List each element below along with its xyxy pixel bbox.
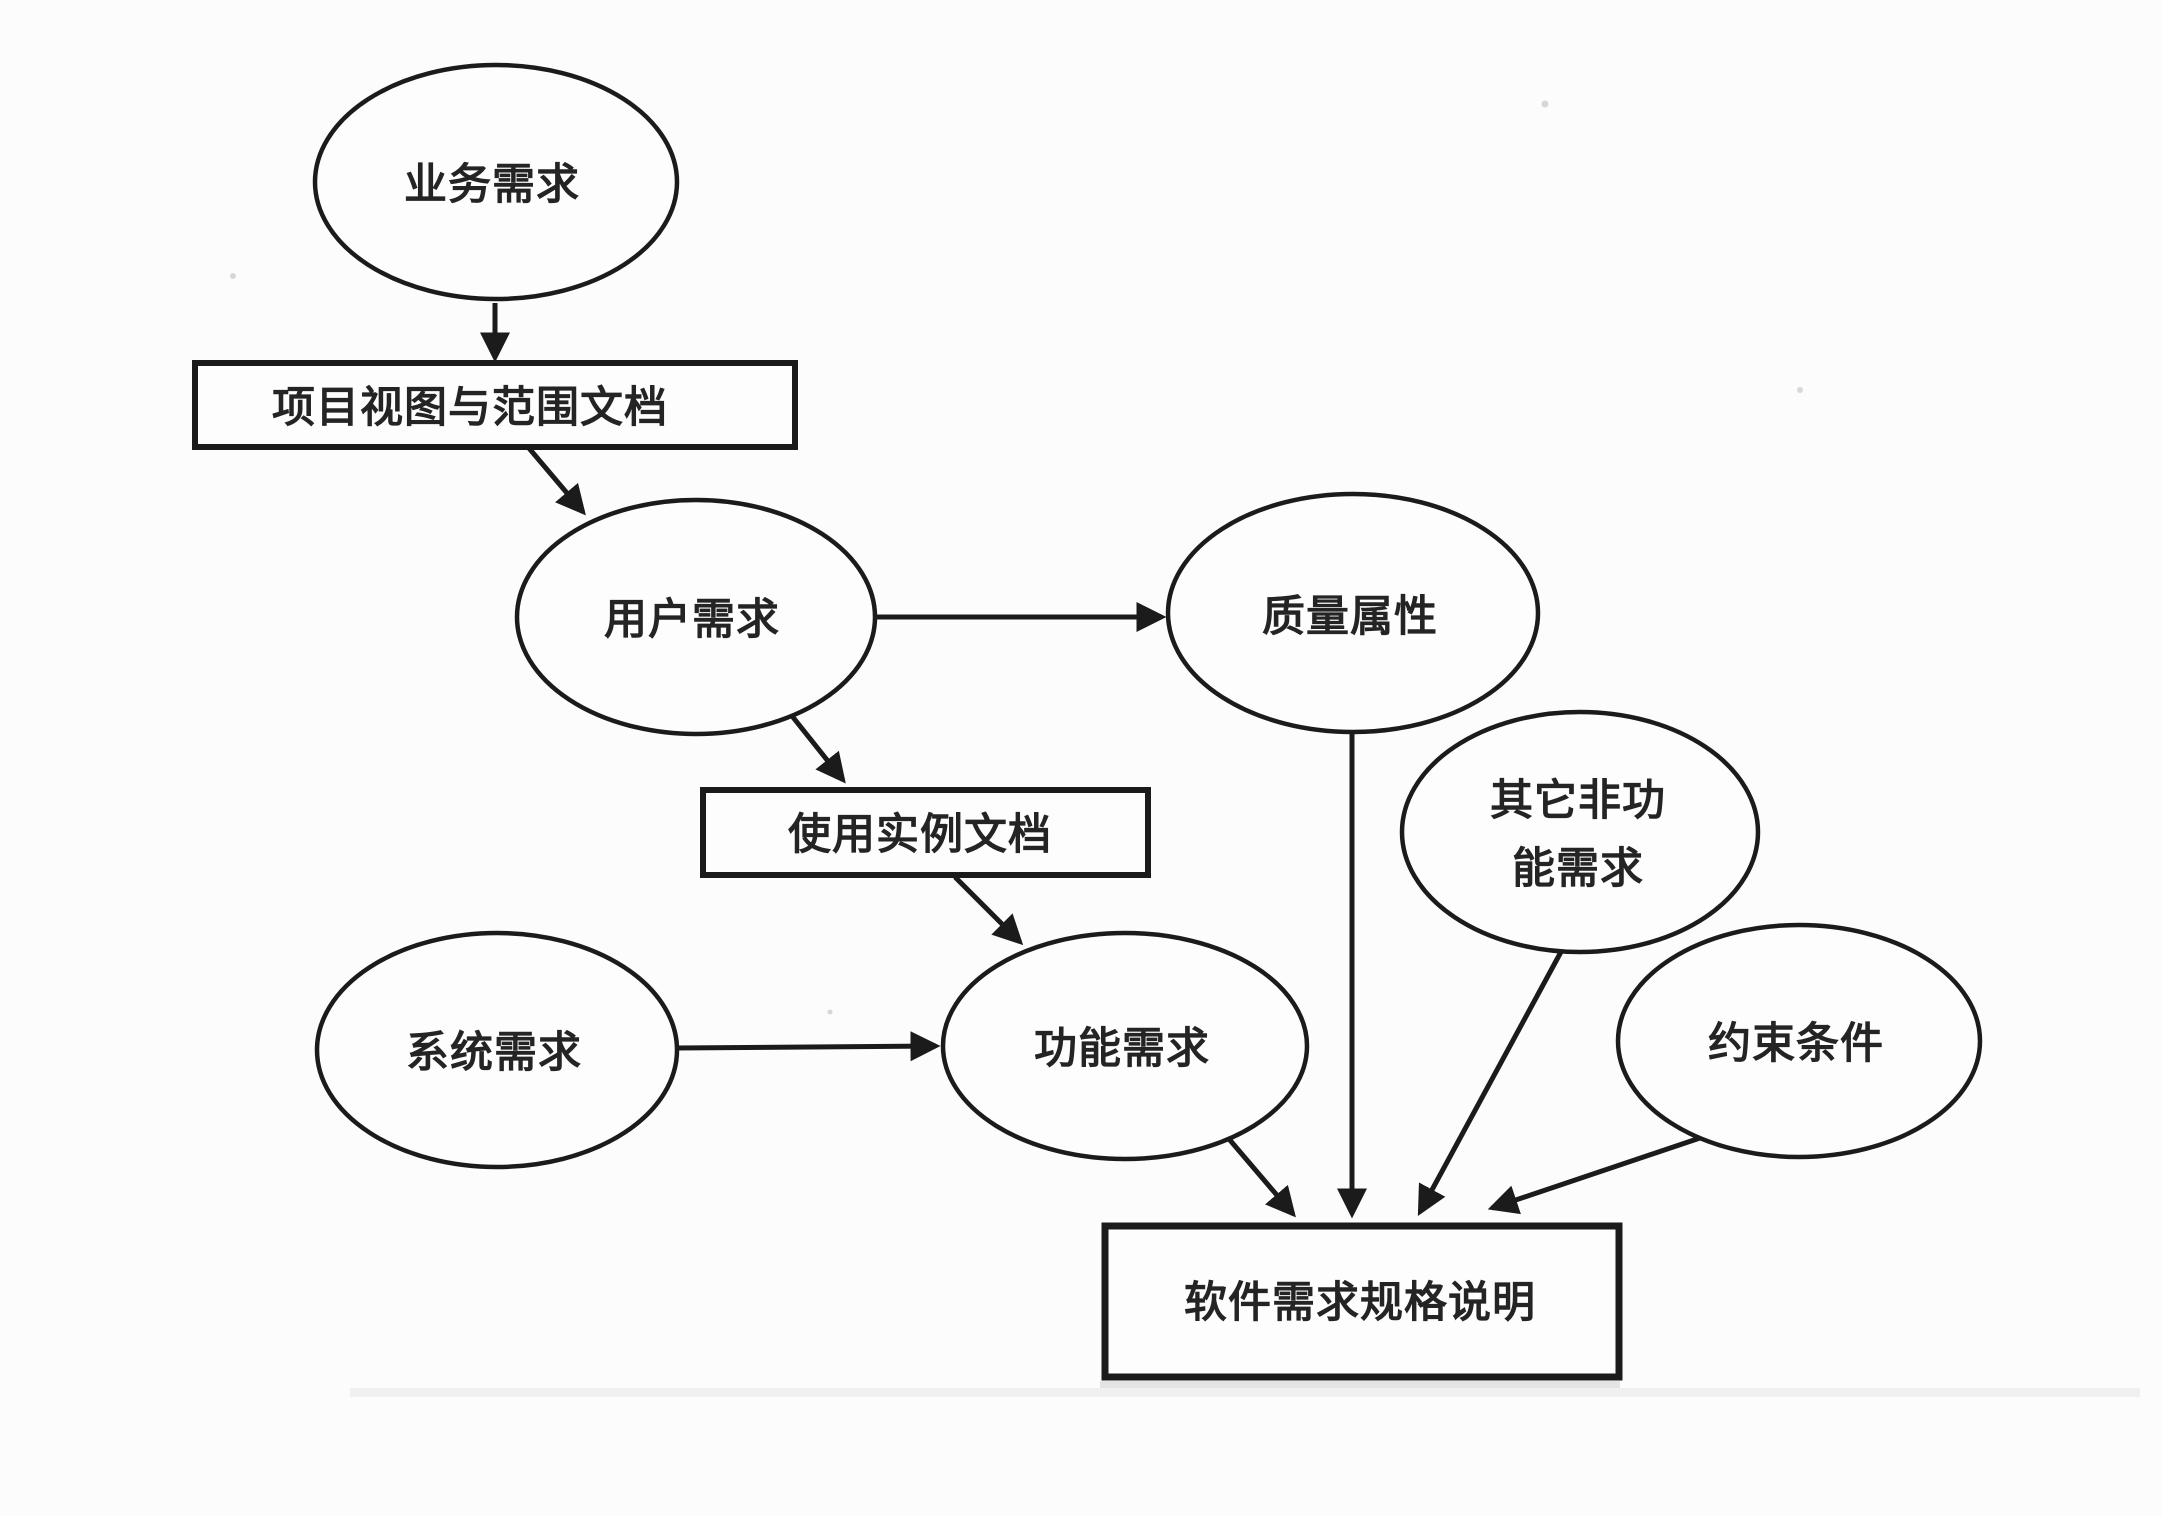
other-nonfunctional-requirements-label-line1: 其它非功 bbox=[1490, 777, 1666, 825]
edge-constraints-to-srs bbox=[1487, 1135, 1701, 1215]
edge-other-nonfunctional-to-srs bbox=[1417, 948, 1565, 1216]
scan-shadow-band bbox=[350, 1388, 2140, 1397]
edge-user-to-use-case bbox=[790, 714, 846, 784]
scan-speck bbox=[1797, 387, 1803, 393]
edge-system-to-functional bbox=[676, 1031, 941, 1062]
system-requirements-shape bbox=[314, 930, 680, 1170]
constraints-label: 约束条件 bbox=[1708, 1020, 1884, 1068]
other-nonfunctional-requirements-shape bbox=[1399, 709, 1761, 955]
software-requirements-specification-shape bbox=[1101, 1222, 1623, 1381]
system-requirements-label: 系统需求 bbox=[406, 1029, 582, 1077]
node-use-case-document: 使用实例文档 bbox=[700, 787, 1151, 878]
edge-use-case-to-functional bbox=[953, 875, 1024, 946]
node-quality-attributes: 质量属性 bbox=[1165, 491, 1541, 735]
node-functional-requirements: 功能需求 bbox=[940, 930, 1310, 1162]
use-case-document-label: 使用实例文档 bbox=[788, 811, 1052, 859]
scan-speck bbox=[1541, 100, 1549, 108]
user-requirements-label: 用户需求 bbox=[604, 596, 780, 644]
functional-requirements-shape bbox=[940, 930, 1310, 1162]
node-vision-scope-document: 项目视图与范围文档 bbox=[192, 360, 798, 450]
other-nonfunctional-requirements-label-line2: 能需求 bbox=[1512, 845, 1644, 893]
edges bbox=[480, 303, 1701, 1219]
nodes: 业务需求 项目视图与范围文档 用户需求 质量属性 使用实例文档 系统需求 bbox=[192, 62, 1983, 1381]
edge-vision-scope-to-user bbox=[526, 445, 586, 516]
functional-requirements-label: 功能需求 bbox=[1034, 1025, 1210, 1073]
node-business-requirements: 业务需求 bbox=[312, 62, 680, 302]
use-case-document-shape bbox=[700, 787, 1151, 878]
node-constraints: 约束条件 bbox=[1615, 922, 1983, 1160]
vision-scope-document-shape bbox=[192, 360, 798, 450]
constraints-shape bbox=[1615, 922, 1983, 1160]
node-other-nonfunctional-requirements: 其它非功 能需求 bbox=[1399, 709, 1761, 955]
edge-functional-to-srs bbox=[1227, 1137, 1296, 1218]
scan-speck bbox=[827, 1009, 833, 1015]
business-requirements-label: 业务需求 bbox=[404, 161, 580, 209]
scan-speck bbox=[230, 273, 236, 279]
software-requirements-specification-label: 软件需求规格说明 bbox=[1184, 1279, 1536, 1327]
user-requirements-shape bbox=[514, 497, 878, 737]
quality-attributes-shape bbox=[1165, 491, 1541, 735]
node-user-requirements: 用户需求 bbox=[514, 497, 878, 737]
business-requirements-shape bbox=[312, 62, 680, 302]
quality-attributes-label: 质量属性 bbox=[1262, 593, 1438, 641]
scan-shadow-band bbox=[1100, 1381, 1620, 1388]
node-system-requirements: 系统需求 bbox=[314, 930, 680, 1170]
vision-scope-document-label: 项目视图与范围文档 bbox=[272, 384, 668, 432]
node-software-requirements-specification: 软件需求规格说明 bbox=[1101, 1222, 1623, 1381]
